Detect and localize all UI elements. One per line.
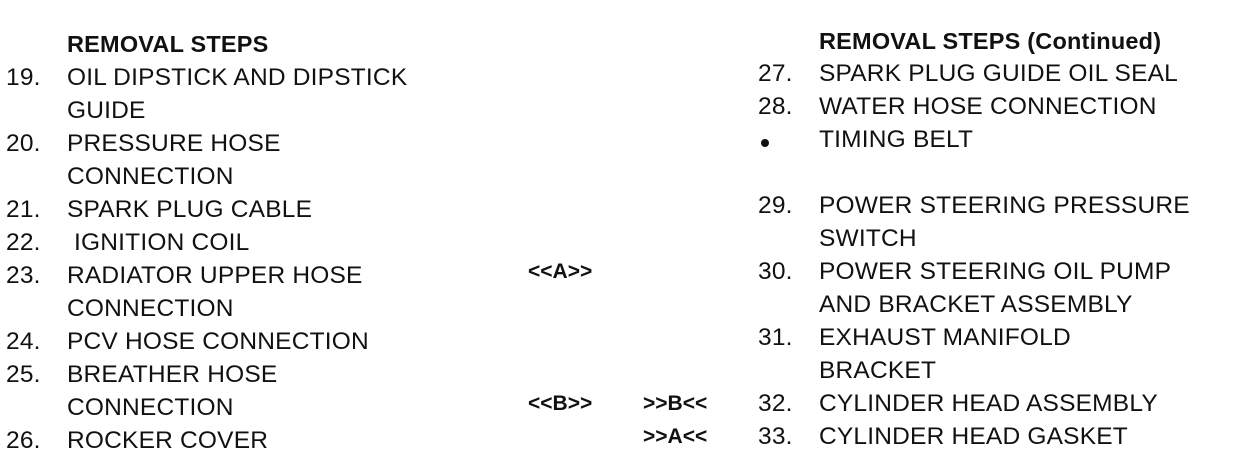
- step-text-line: ROCKER COVER: [67, 427, 269, 454]
- step-text-line: POWER STEERING PRESSURE: [819, 192, 1190, 219]
- step-text-line: OIL DIPSTICK AND DIPSTICK: [67, 64, 408, 91]
- step-text-line: CONNECTION: [67, 394, 234, 421]
- step-text-line: POWER STEERING OIL PUMP: [819, 258, 1172, 285]
- step-number: 32.: [758, 390, 793, 417]
- step-text-line: PCV HOSE CONNECTION: [67, 328, 369, 355]
- left-heading: REMOVAL STEPS: [67, 31, 269, 57]
- step-text-line: CYLINDER HEAD GASKET: [819, 423, 1128, 450]
- step-number: 19.: [6, 64, 41, 91]
- step-number: 33.: [758, 423, 793, 450]
- bullet-icon: [761, 139, 769, 147]
- step-text-line: RADIATOR UPPER HOSE: [67, 262, 363, 289]
- step-number: 20.: [6, 130, 41, 157]
- removal-tag-b: <<B>>: [528, 392, 593, 415]
- step-text-line: PRESSURE HOSE: [67, 130, 281, 157]
- right-heading: REMOVAL STEPS (Continued): [819, 28, 1162, 54]
- step-number: 31.: [758, 324, 793, 351]
- step-number: 30.: [758, 258, 793, 285]
- installation-tag-b: >>B<<: [643, 392, 708, 415]
- step-number: 23.: [6, 262, 41, 289]
- step-text-line: WATER HOSE CONNECTION: [819, 93, 1157, 120]
- step-number: 28.: [758, 93, 793, 120]
- step-number: 26.: [6, 427, 41, 454]
- step-text-line: GUIDE: [67, 97, 146, 124]
- step-number: 25.: [6, 361, 41, 388]
- step-text-line: CYLINDER HEAD ASSEMBLY: [819, 390, 1158, 417]
- step-text-line: TIMING BELT: [819, 126, 974, 153]
- step-text-line: SWITCH: [819, 225, 917, 252]
- step-text-line: SPARK PLUG GUIDE OIL SEAL: [819, 60, 1179, 87]
- removal-tag-a: <<A>>: [528, 260, 593, 283]
- step-text-line: BRACKET: [819, 357, 937, 384]
- step-number: 21.: [6, 196, 41, 223]
- step-number: 27.: [758, 60, 793, 87]
- step-text-line: CONNECTION: [67, 295, 234, 322]
- installation-tag-a: >>A<<: [643, 425, 708, 448]
- step-text-line: IGNITION COIL: [67, 229, 250, 256]
- step-text-line: AND BRACKET ASSEMBLY: [819, 291, 1133, 318]
- step-number: 24.: [6, 328, 41, 355]
- step-text-line: CONNECTION: [67, 163, 234, 190]
- step-text-line: EXHAUST MANIFOLD: [819, 324, 1071, 351]
- step-text-line: SPARK PLUG CABLE: [67, 196, 313, 223]
- step-number: 22.: [6, 229, 41, 256]
- step-number: 29.: [758, 192, 793, 219]
- step-text-line: BREATHER HOSE: [67, 361, 278, 388]
